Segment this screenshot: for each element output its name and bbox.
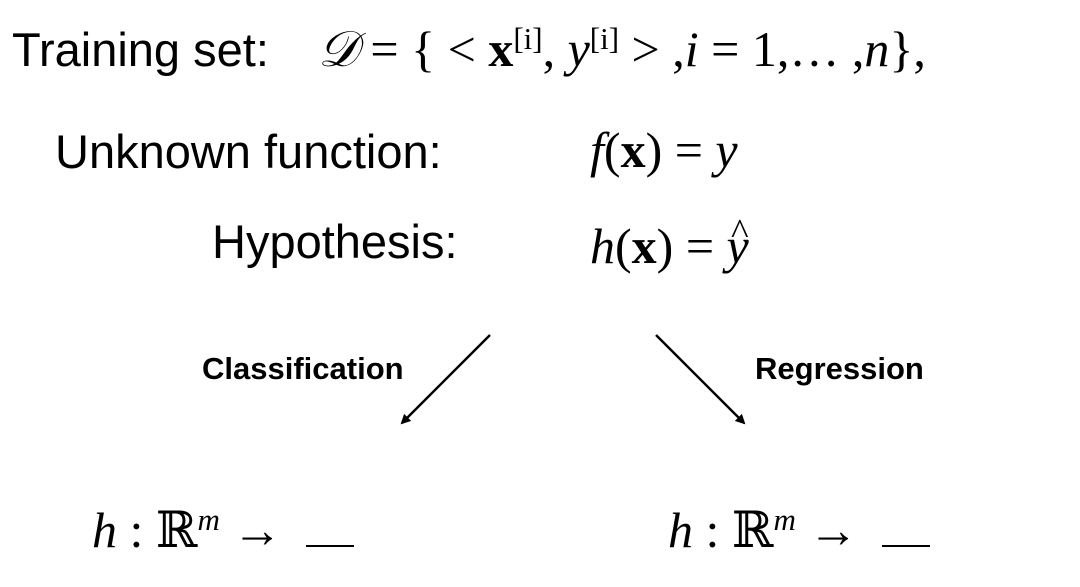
- h-symbol: h: [590, 218, 615, 274]
- h-symbol: h: [668, 502, 693, 558]
- hypothesis-formula: h(x) = y: [590, 214, 749, 274]
- open-paren: (: [603, 122, 621, 178]
- close-paren: ): [656, 218, 674, 274]
- n-symbol: n: [864, 21, 890, 77]
- range-start: 1,…: [751, 21, 840, 77]
- classification-label: Classification: [202, 351, 404, 386]
- close-paren: ): [645, 122, 663, 178]
- comma: ,: [672, 21, 685, 77]
- colon: :: [705, 502, 720, 558]
- index-superscript: [i]: [589, 20, 620, 56]
- index-superscript: [i]: [513, 20, 543, 56]
- equals-sign: =: [711, 21, 740, 77]
- regression-answer-blank[interactable]: [882, 544, 931, 547]
- classification-answer-blank[interactable]: [306, 544, 355, 547]
- close-brace: },: [889, 21, 926, 77]
- open-brace: {: [411, 21, 436, 77]
- training-set-formula: 𝒟 = { < x[i], y[i] > ,i = 1,… ,n},: [318, 20, 926, 77]
- classification-arrow: [400, 334, 491, 425]
- equals-sign: =: [674, 122, 703, 178]
- equals-sign: =: [685, 218, 715, 274]
- classification-mapping: h : ℝm →: [92, 501, 355, 558]
- less-than-sign: <: [447, 21, 476, 77]
- y-symbol: y: [715, 122, 738, 178]
- training-set-label: Training set:: [12, 23, 269, 76]
- i-symbol: i: [684, 21, 699, 77]
- greater-than-sign: >: [631, 21, 660, 77]
- m-superscript: m: [197, 501, 220, 537]
- y-symbol: y: [567, 21, 590, 77]
- f-symbol: f: [590, 122, 604, 178]
- x-vector-symbol: x: [488, 21, 514, 77]
- x-vector-symbol: x: [620, 122, 646, 178]
- y-hat-symbol: y: [727, 214, 749, 271]
- real-numbers-symbol: ℝ: [731, 502, 774, 558]
- h-symbol: h: [92, 502, 117, 558]
- regression-mapping: h : ℝm →: [668, 501, 931, 558]
- x-vector-symbol: x: [631, 218, 657, 274]
- m-superscript: m: [773, 501, 796, 537]
- dataset-symbol: 𝒟: [318, 20, 358, 78]
- real-numbers-symbol: ℝ: [155, 502, 198, 558]
- equals-sign: =: [370, 21, 399, 77]
- hypothesis-label: Hypothesis:: [212, 215, 458, 268]
- colon: :: [129, 502, 144, 558]
- unknown-function-formula: f(x) = y: [590, 125, 738, 175]
- unknown-function-label: Unknown function:: [55, 125, 442, 178]
- arrow-symbol: →: [808, 502, 859, 558]
- arrow-symbol: →: [232, 502, 283, 558]
- open-paren: (: [615, 218, 632, 274]
- comma: ,: [542, 21, 556, 77]
- regression-arrow: [655, 334, 746, 425]
- regression-label: Regression: [755, 351, 924, 386]
- comma: ,: [851, 21, 865, 77]
